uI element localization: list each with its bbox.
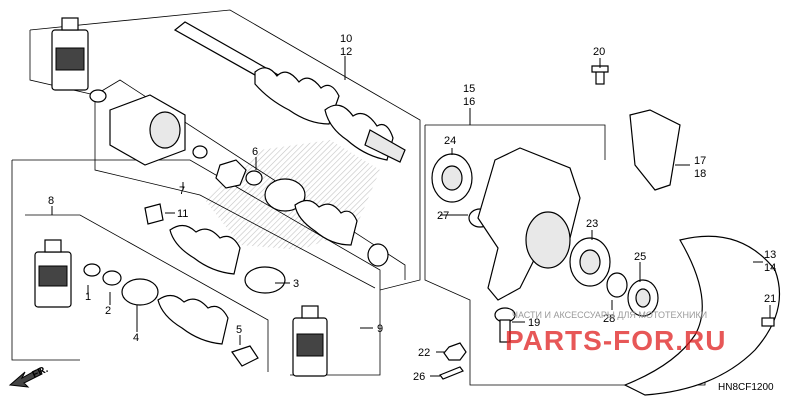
grease-bottle-left — [34, 239, 72, 308]
small-circlip — [192, 145, 208, 159]
band-clamps-mid — [264, 178, 306, 212]
grease-bottle-top — [51, 17, 89, 91]
assembly-frames — [11, 9, 706, 386]
label-1: 1 — [85, 291, 91, 303]
watermark-text: ЧАСТИ И АКСЕССУАРЫ ДЛЯ МОТОТЕХНИКИ — [512, 310, 707, 320]
small-parts-left — [83, 203, 164, 286]
label-13: 13 — [764, 249, 776, 261]
steering-knuckle — [477, 147, 581, 301]
label-20: 20 — [593, 46, 605, 58]
label-21: 21 — [764, 293, 776, 305]
label-8: 8 — [48, 195, 54, 207]
label-27: 27 — [437, 210, 449, 222]
bearing-23 — [569, 237, 611, 287]
boot-lower — [121, 278, 259, 367]
label-11: 11 — [177, 208, 188, 220]
disc-cover — [623, 235, 781, 396]
label-15: 15 — [463, 83, 475, 95]
label-24: 24 — [444, 135, 456, 147]
bracket-17-18 — [629, 109, 681, 191]
label-6: 6 — [252, 146, 258, 158]
label-5: 5 — [236, 324, 242, 336]
diagram-code: HN8CF1200 — [718, 382, 774, 393]
part-labels: 10 12 15 16 20 24 6 7 8 11 27 23 17 18 2… — [48, 33, 776, 383]
grease-bottle-bottom — [292, 305, 328, 377]
label-18: 18 — [694, 168, 706, 180]
label-4: 4 — [133, 332, 139, 344]
nut-6 — [215, 159, 263, 189]
label-23: 23 — [586, 218, 598, 230]
ball-joint-19 — [494, 307, 516, 343]
label-7: 7 — [179, 185, 185, 197]
label-12: 12 — [340, 46, 352, 58]
circlip-top — [89, 89, 107, 103]
label-14: 14 — [764, 262, 776, 274]
drive-shaft-outer — [173, 21, 406, 163]
watermark-logo: PARTS-FOR.RU — [505, 325, 726, 356]
inner-cv-joint — [109, 94, 186, 166]
cotter-pin-26 — [439, 366, 464, 380]
label-10: 10 — [340, 33, 352, 45]
label-25: 25 — [634, 251, 646, 263]
leader-lines — [51, 56, 771, 377]
seal-25 — [627, 279, 659, 317]
boot-lower-upper — [169, 224, 286, 294]
direction-label: FR. — [31, 364, 50, 381]
label-22: 22 — [418, 347, 430, 359]
boot-mid — [294, 199, 389, 267]
castle-nut-22 — [443, 342, 467, 361]
label-3: 3 — [293, 278, 299, 290]
label-19: 19 — [528, 317, 540, 329]
label-9: 9 — [377, 323, 383, 335]
label-17: 17 — [694, 155, 706, 167]
label-16: 16 — [463, 96, 475, 108]
label-26: 26 — [413, 371, 425, 383]
label-28: 28 — [603, 313, 615, 325]
snap-ring-28 — [606, 272, 628, 298]
site-watermark: ЧАСТИ И АКСЕССУАРЫ ДЛЯ МОТОТЕХНИКИ PARTS… — [505, 310, 726, 356]
label-2: 2 — [105, 305, 111, 317]
bolt-20 — [591, 65, 609, 85]
bearing-24 — [431, 153, 473, 203]
front-direction-arrow: FR. — [8, 364, 50, 388]
bolt-21 — [761, 317, 775, 327]
